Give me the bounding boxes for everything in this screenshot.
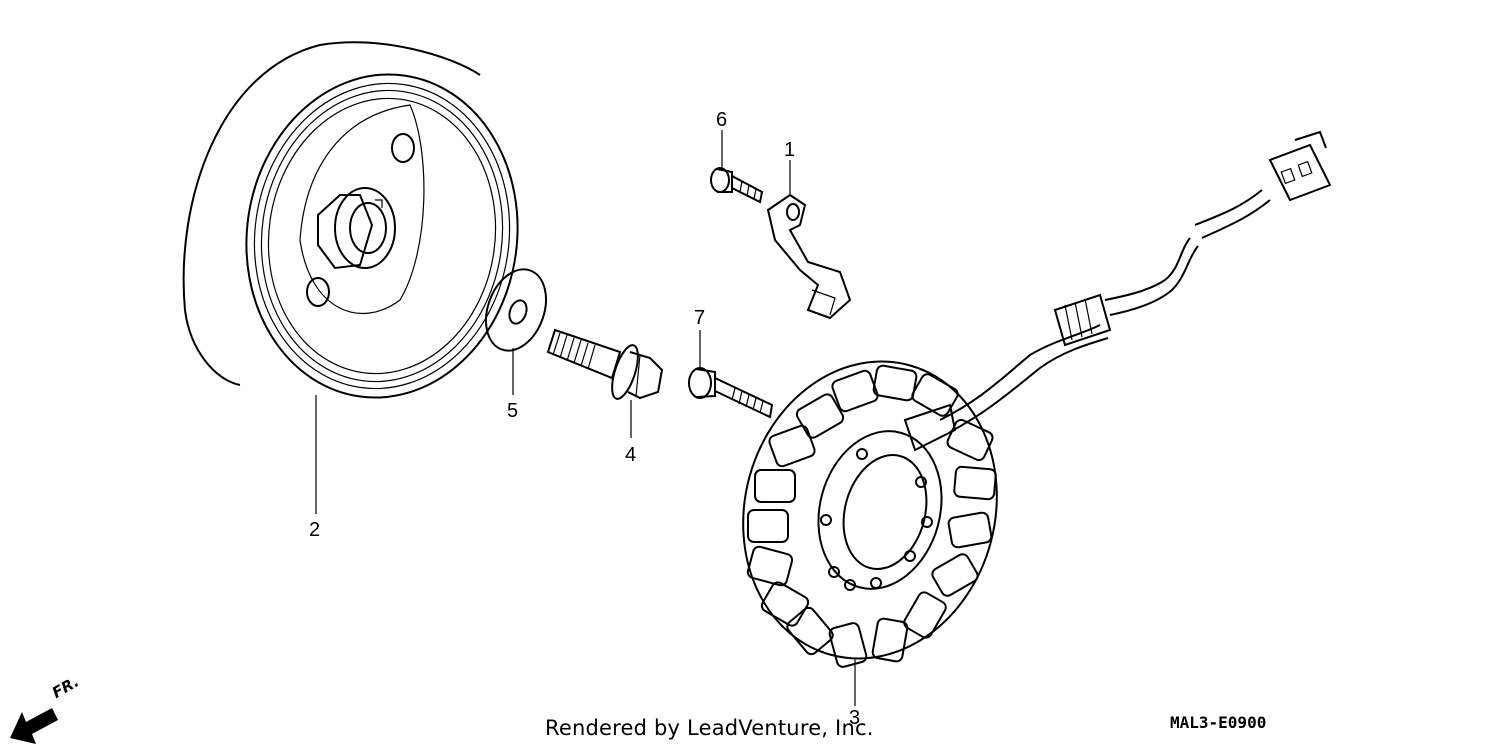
render-credit: Rendered by LeadVenture, Inc. <box>545 716 874 740</box>
callout-5: 5 <box>507 400 518 422</box>
callout-6: 6 <box>716 109 727 131</box>
drawing-code: MAL3-E0900 <box>1170 713 1267 732</box>
callout-1: 1 <box>784 139 795 161</box>
flange-bolt[interactable] <box>546 328 664 402</box>
front-direction-arrow-icon <box>10 708 58 744</box>
socket-bolt[interactable] <box>688 367 774 419</box>
callout-2: 2 <box>309 519 320 541</box>
callout-3: 3 <box>849 707 860 729</box>
flywheel-rotor[interactable] <box>182 41 539 415</box>
washer[interactable] <box>475 261 556 359</box>
callout-4: 4 <box>625 444 636 466</box>
callout-labels: 1 2 3 4 5 6 7 <box>309 109 860 729</box>
bracket[interactable] <box>766 193 852 320</box>
stator-assembly[interactable] <box>710 130 1332 687</box>
small-socket-bolt[interactable] <box>710 167 764 204</box>
callout-7: 7 <box>694 307 705 329</box>
leader-lines <box>315 130 856 706</box>
